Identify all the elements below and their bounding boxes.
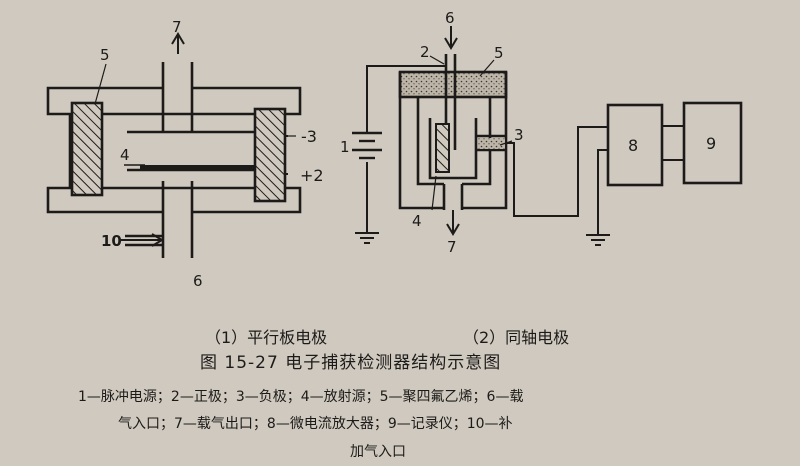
inlet-arrow-coax bbox=[444, 26, 458, 50]
subcaption-coaxial: （2）同轴电极 bbox=[463, 328, 570, 347]
ptfe-block-left bbox=[70, 101, 104, 197]
label-1-right: 1 bbox=[340, 138, 350, 156]
label-7-right: 7 bbox=[447, 238, 457, 256]
outer-body bbox=[398, 72, 508, 210]
outlet-arrow bbox=[171, 32, 185, 54]
amplifier-box bbox=[606, 103, 664, 187]
radioactive-source-coax bbox=[435, 123, 450, 173]
bottom-wall bbox=[46, 186, 302, 214]
label-9: 9 bbox=[706, 134, 716, 153]
label-10: 10 bbox=[101, 232, 122, 250]
pulse-power-supply bbox=[352, 131, 382, 160]
top-wall bbox=[46, 86, 302, 116]
label-3-right: 3 bbox=[514, 126, 524, 144]
label-4-left: 4 bbox=[120, 146, 130, 164]
ground-symbol-left bbox=[355, 232, 379, 244]
outlet-arrow-coax bbox=[446, 210, 460, 236]
ptfe-top-insulator bbox=[398, 70, 508, 99]
figure-title: 图 15-27 电子捕获检测器结构示意图 bbox=[200, 353, 502, 373]
side-insulator bbox=[478, 138, 505, 149]
wiring bbox=[366, 65, 684, 234]
legend-line-1: 1—脉冲电源；2—正极；3—负极；4—放射源；5—聚四氟乙烯；6—载 bbox=[78, 389, 524, 405]
label-5-right: 5 bbox=[494, 44, 504, 62]
legend-line-2: 气入口；7—载气出口；8—微电流放大器；9—记录仪；10—补 bbox=[118, 416, 513, 432]
makeup-arrow bbox=[120, 233, 164, 247]
label-8: 8 bbox=[628, 136, 638, 155]
subcaption-parallel-plate: （1）平行板电极 bbox=[205, 328, 328, 347]
label-7-left: 7 bbox=[172, 18, 182, 36]
label-5-left: 5 bbox=[100, 46, 110, 64]
label-4-right: 4 bbox=[412, 212, 422, 230]
label-6-right: 6 bbox=[445, 9, 455, 27]
radioactive-source bbox=[140, 165, 255, 170]
label-6-left: 6 bbox=[193, 272, 203, 290]
ptfe-block-right bbox=[253, 107, 287, 203]
label-neg3: -3 bbox=[301, 127, 317, 146]
recorder-box bbox=[682, 101, 743, 185]
label-2-right: 2 bbox=[420, 43, 430, 61]
label-pos2: +2 bbox=[300, 166, 324, 185]
ground-symbol-right bbox=[586, 234, 610, 246]
legend-line-3: 加气入口 bbox=[350, 444, 406, 460]
